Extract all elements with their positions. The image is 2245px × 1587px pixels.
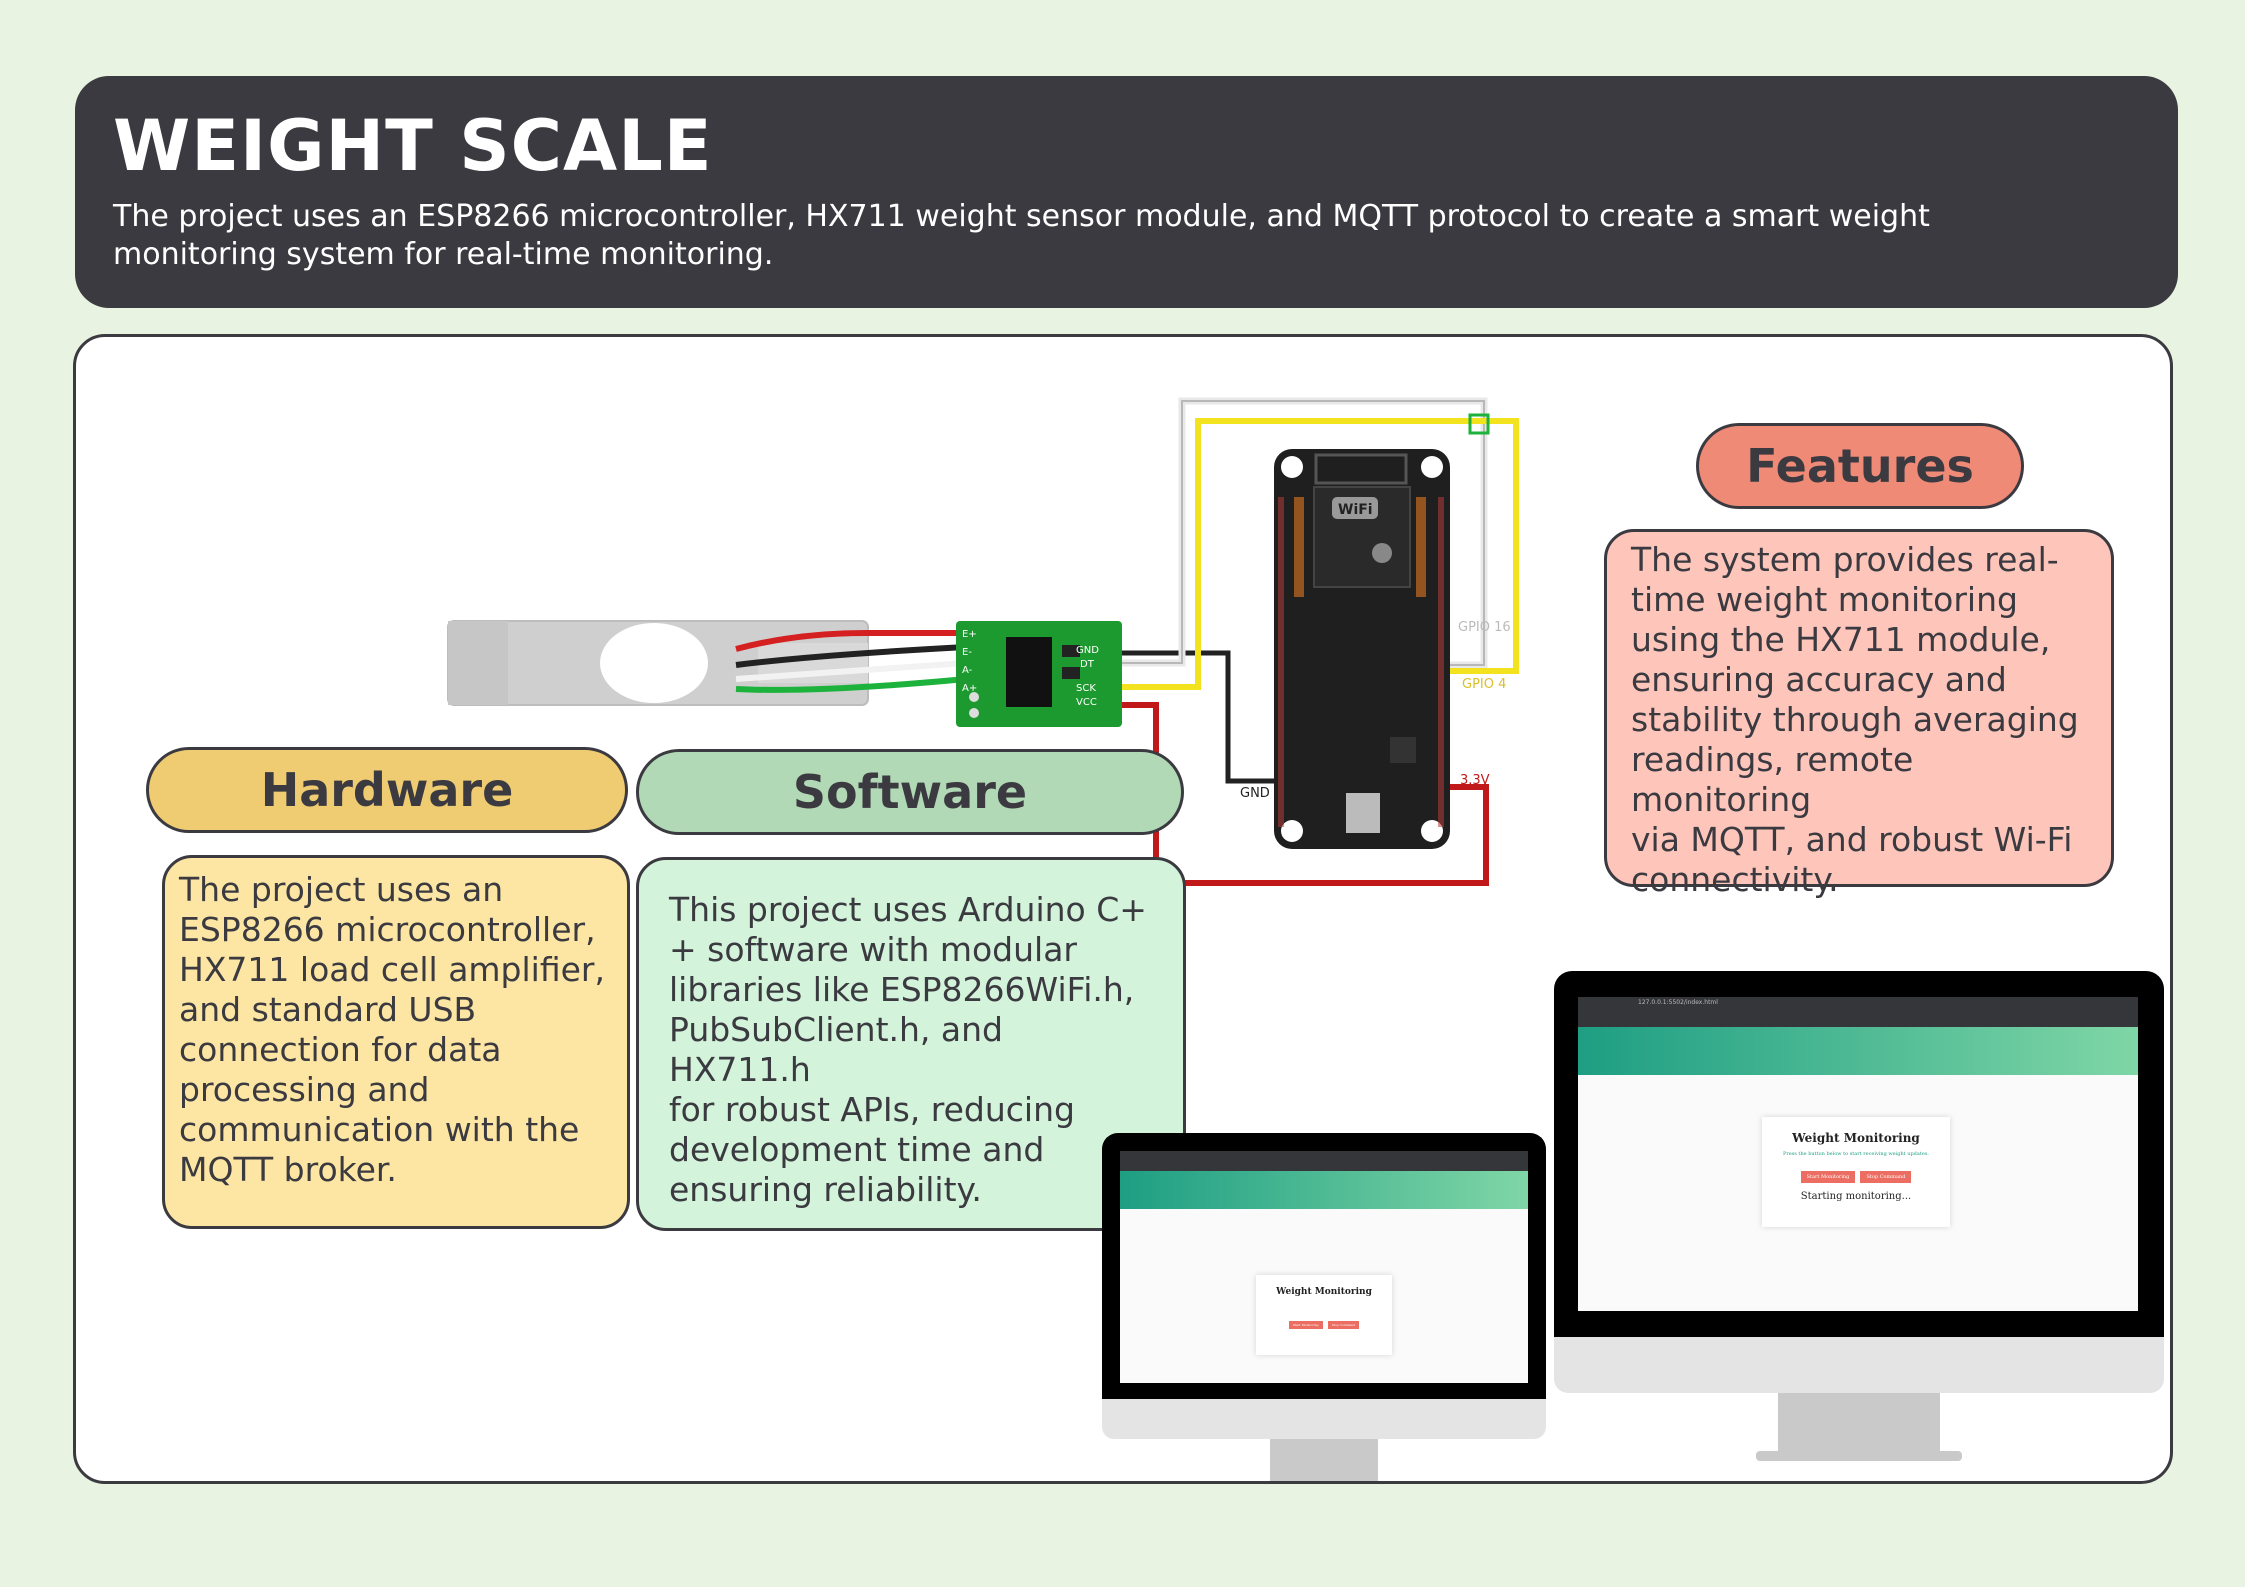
hardware-line: HX711 load cell amplifier, <box>179 950 605 989</box>
header-banner: WEIGHT SCALE The project uses an ESP8266… <box>75 76 2178 308</box>
software-line: development time and <box>669 1130 1045 1169</box>
hardware-line: ESP8266 microcontroller, <box>179 910 596 949</box>
software-line: for robust APIs, reducing <box>669 1090 1075 1129</box>
features-line: connectivity. <box>1631 860 1839 899</box>
hardware-heading: Hardware <box>146 747 628 833</box>
hx711-pin-a-plus: A+ <box>962 683 977 694</box>
software-card: This project uses Arduino C+ + software … <box>636 857 1186 1231</box>
small-screen: Weight Monitoring Start Monitoring Stop … <box>1120 1151 1528 1383</box>
features-line: using the HX711 module, <box>1631 620 2051 659</box>
hx711-pin-sck: SCK <box>1076 683 1096 694</box>
label-gpio4: GPIO 4 <box>1462 677 1506 692</box>
page-title: WEIGHT SCALE <box>113 105 713 187</box>
software-line: This project uses Arduino C+ <box>669 890 1147 929</box>
hardware-line: processing and <box>179 1070 430 1109</box>
label-gpio16: GPIO 16 <box>1458 620 1511 635</box>
software-line: PubSubClient.h, and HX711.h <box>669 1010 1003 1089</box>
features-card: The system provides real- time weight mo… <box>1604 529 2114 899</box>
features-line: The system provides real- <box>1631 540 2059 579</box>
label-3v3: 3.3V <box>1460 773 1490 788</box>
features-title: Features <box>1746 439 1974 493</box>
features-line: stability through averaging <box>1631 700 2079 739</box>
software-line: + software with modular <box>669 930 1078 969</box>
software-heading: Software <box>636 749 1184 835</box>
large-screen: 127.0.0.1:5502/index.html Weight Monitor… <box>1578 997 2138 1311</box>
hx711-pin-a-minus: A- <box>962 665 973 676</box>
page-description: The project uses an ESP8266 microcontrol… <box>113 199 1930 272</box>
features-line: ensuring accuracy and <box>1631 660 2007 699</box>
hx711-pin-gnd: GND <box>1076 645 1099 656</box>
large-monitor: 127.0.0.1:5502/index.html Weight Monitor… <box>1554 971 2164 1481</box>
wifi-badge: WiFi <box>1338 502 1373 518</box>
software-line: libraries like ESP8266WiFi.h, <box>669 970 1135 1009</box>
large-stop-button[interactable]: Stop Command <box>1860 1171 1912 1183</box>
features-line: time weight monitoring <box>1631 580 2018 619</box>
hx711-pin-e-plus: E+ <box>962 629 977 640</box>
software-title: Software <box>792 765 1028 819</box>
hardware-line: connection for data <box>179 1030 502 1069</box>
software-line: ensuring reliability. <box>669 1170 982 1209</box>
features-heading: Features <box>1696 423 2024 509</box>
large-card-title: Weight Monitoring <box>1792 1131 1920 1145</box>
large-start-button[interactable]: Start Monitoring <box>1800 1171 1856 1183</box>
hardware-line: The project uses an <box>179 870 504 909</box>
hx711-pin-vcc: VCC <box>1076 697 1097 708</box>
large-url-bar[interactable]: 127.0.0.1:5502/index.html <box>1638 999 1718 1006</box>
small-weight-card: Weight Monitoring Start Monitoring Stop … <box>1256 1275 1392 1355</box>
load-cell-hole <box>600 623 708 703</box>
wiring-diagram: E+ E- A- A+ GND DT SCK VCC WiFi <box>447 397 1519 886</box>
hx711-pin-e-minus: E- <box>962 647 972 658</box>
hardware-line: and standard USB <box>179 990 477 1029</box>
hardware-line: MQTT broker. <box>179 1150 397 1189</box>
main-panel: E+ E- A- A+ GND DT SCK VCC WiFi <box>73 334 2173 1484</box>
hardware-title: Hardware <box>260 763 514 817</box>
features-line: readings, remote monitoring <box>1631 740 1914 819</box>
small-stop-button[interactable]: Stop Command <box>1327 1321 1360 1329</box>
large-card-subtitle: Press the button below to start receivin… <box>1783 1151 1929 1157</box>
hardware-card: The project uses an ESP8266 microcontrol… <box>162 855 630 1229</box>
large-weight-card: Weight Monitoring Press the button below… <box>1762 1117 1950 1227</box>
small-card-title: Weight Monitoring <box>1276 1287 1372 1297</box>
large-status-text: Starting monitoring... <box>1800 1191 1912 1202</box>
hardware-line: communication with the <box>179 1110 580 1149</box>
small-monitor: Weight Monitoring Start Monitoring Stop … <box>1102 1133 1546 1481</box>
hx711-pin-dt: DT <box>1080 659 1095 670</box>
small-start-button[interactable]: Start Monitoring <box>1288 1321 1323 1329</box>
features-line: via MQTT, and robust Wi-Fi <box>1631 820 2073 859</box>
label-gnd: GND <box>1240 786 1270 801</box>
